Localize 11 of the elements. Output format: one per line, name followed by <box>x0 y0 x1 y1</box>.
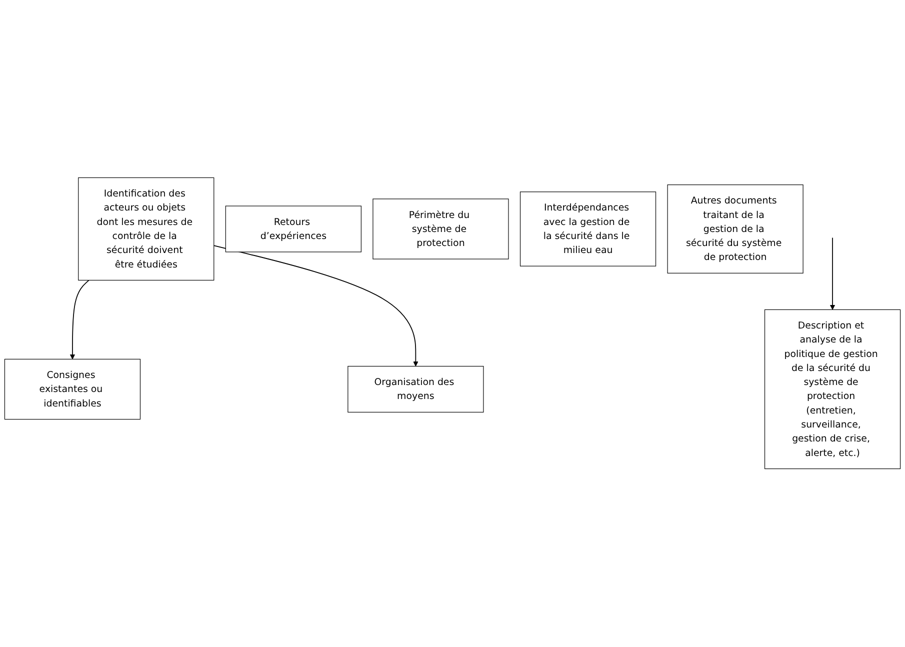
node-box: Retours d’expériences <box>225 206 362 252</box>
node-box: Identification des acteurs ou objets dont les mesures de contrôle de la sécurité doivent être étudiées <box>78 178 214 281</box>
node-box: Périmètre du système de protection <box>372 198 509 260</box>
arrow <box>213 245 418 367</box>
node-box: Autres documents traitant de la gestion de la sécurité du système de protection <box>667 184 804 274</box>
node-box: Organisation des moyens <box>348 366 484 413</box>
node-box: Description et analyse de la politique de gestion de la sécurité du système de protection (entretien, surveillance, gestion de crise, alerte, etc.) <box>764 310 901 470</box>
node-box: Consignes existantes ou identifiables <box>4 359 141 420</box>
arrow <box>70 280 90 360</box>
arrow <box>830 238 836 310</box>
node-box: Interdépendances avec la gestion de la sécurité dans le milieu eau <box>520 192 656 267</box>
